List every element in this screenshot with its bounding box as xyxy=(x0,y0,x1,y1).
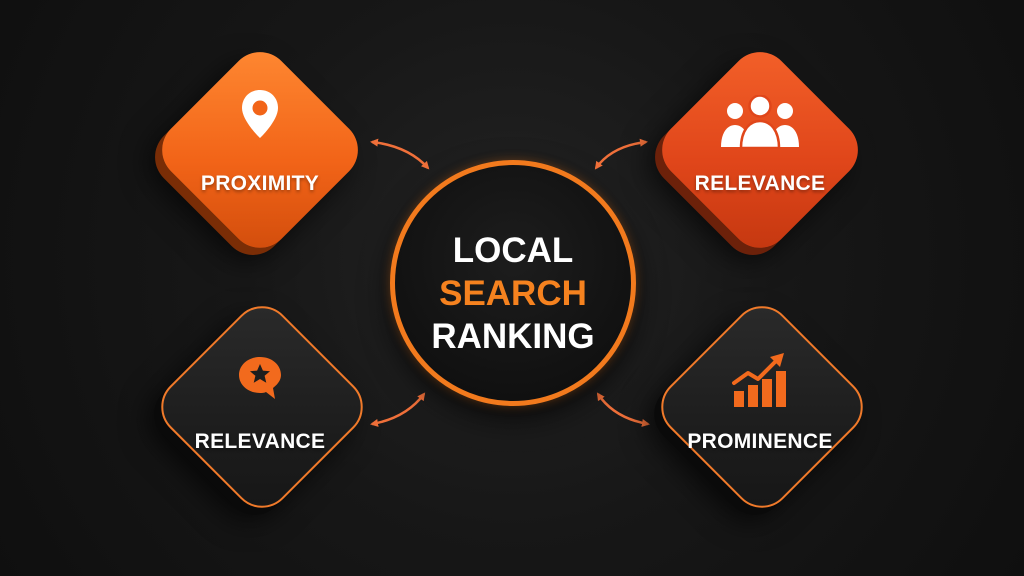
local-search-ranking-circle: LOCAL SEARCH RANKING xyxy=(390,160,636,406)
node-relevance-bottom: RELEVANCE xyxy=(148,293,376,521)
center-title-line-3: RANKING xyxy=(431,317,595,356)
arrow-relevance-bottom-center xyxy=(370,392,426,427)
proximity-label: PROXIMITY xyxy=(200,172,320,195)
people-group-icon xyxy=(718,94,802,154)
arrow-prominence-center xyxy=(596,392,650,427)
center-title-line-2: SEARCH xyxy=(439,274,587,313)
relevance-bottom-label: RELEVANCE xyxy=(194,430,326,453)
node-relevance-top: RELEVANCE xyxy=(649,39,871,261)
node-prominence: PROMINENCE xyxy=(648,293,876,521)
node-proximity: PROXIMITY xyxy=(149,39,371,261)
star-chat-bubble-icon xyxy=(235,353,285,408)
growth-chart-icon xyxy=(730,351,790,414)
relevance-top-label: RELEVANCE xyxy=(694,172,826,195)
arrow-proximity-center xyxy=(370,138,430,170)
location-pin-icon xyxy=(240,88,280,145)
prominence-label: PROMINENCE xyxy=(687,430,833,453)
center-title-line-1: LOCAL xyxy=(452,231,574,270)
arrow-relevance-top-center xyxy=(594,138,648,170)
